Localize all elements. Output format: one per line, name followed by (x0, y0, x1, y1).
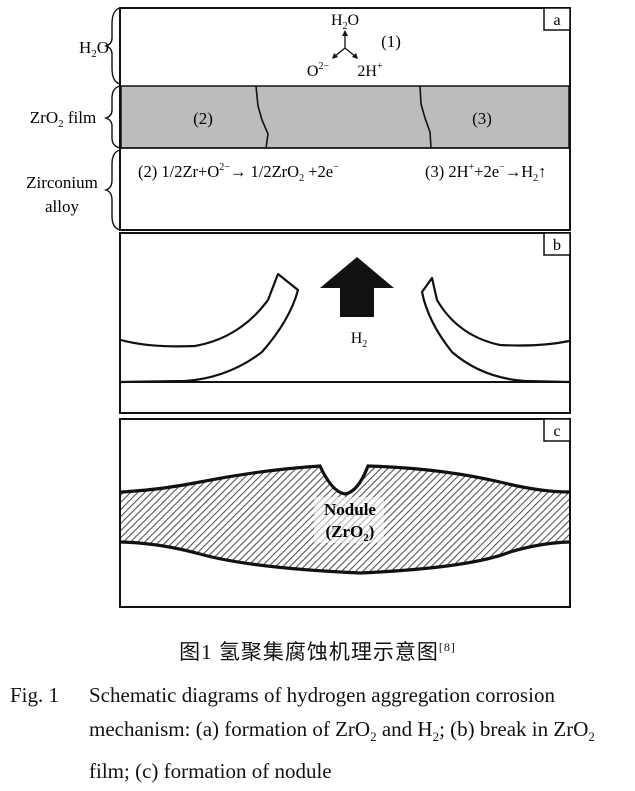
nodule-zro2-label: (ZrO2) (326, 522, 375, 544)
water-brace (103, 7, 121, 85)
panel-a-frame (119, 7, 571, 231)
water-layer-label: H2O (79, 38, 109, 60)
film-layer-label: ZrO2 film (30, 108, 96, 130)
film-brace (103, 85, 121, 149)
zro2-film-layer (120, 85, 570, 149)
nodule-top-outline (120, 464, 570, 496)
english-caption-text: Schematic diagrams of hydrogen aggregati… (89, 683, 595, 784)
panel-a: a H2O ZrO2 film Zirconium alloy H2O O2− … (26, 7, 571, 231)
step-1-label: (1) (381, 32, 401, 51)
nodule-bottom-outline (120, 540, 570, 575)
hydrogen-gas-label: H2 (351, 330, 368, 350)
alloy-brace (103, 149, 121, 231)
panel-c: c Nodule (ZrO2) (119, 418, 571, 608)
panel-b-label-box (543, 232, 571, 256)
film-crack-left (255, 85, 269, 149)
nodule-label: Nodule (324, 500, 376, 519)
molecule-oxygen-ion: O2− (307, 61, 330, 80)
panel-a-label: a (553, 12, 560, 29)
step-2-label: (2) (193, 109, 213, 128)
alloy-label-line2: alloy (45, 197, 79, 216)
step-3-label: (3) (472, 109, 492, 128)
schematic-figure: a H2O ZrO2 film Zirconium alloy H2O O2− … (26, 7, 571, 608)
english-caption-number: Fig. 1 (10, 683, 60, 707)
panel-c-frame (119, 418, 571, 608)
broken-film-right (420, 276, 570, 384)
hydrogen-release-arrow (320, 257, 394, 317)
panel-c-label: c (553, 423, 560, 440)
reaction-2: (2) 1/2Zr+O2−→ 1/2ZrO2 +2e− (138, 162, 339, 184)
panel-b-frame (119, 232, 571, 414)
chinese-caption: 图1 氢聚集腐蚀机理示意图[8] (0, 636, 635, 666)
panel-b: b H2 (119, 232, 571, 414)
chinese-caption-ref: [8] (438, 640, 456, 654)
film-crack-right (419, 85, 432, 149)
panel-a-label-box (543, 7, 571, 31)
reaction-3: (3) 2H++2e−→H2↑ (425, 162, 546, 184)
chinese-caption-title: 图1 氢聚集腐蚀机理示意图 (179, 640, 439, 664)
molecule-hydrogen-ion: 2H+ (357, 61, 383, 80)
molecule-h2o: H2O (331, 12, 359, 32)
broken-film-left (120, 272, 300, 384)
panel-b-label: b (553, 237, 561, 254)
alloy-label-line1: Zirconium (26, 173, 98, 192)
panel-c-label-box (543, 418, 571, 442)
